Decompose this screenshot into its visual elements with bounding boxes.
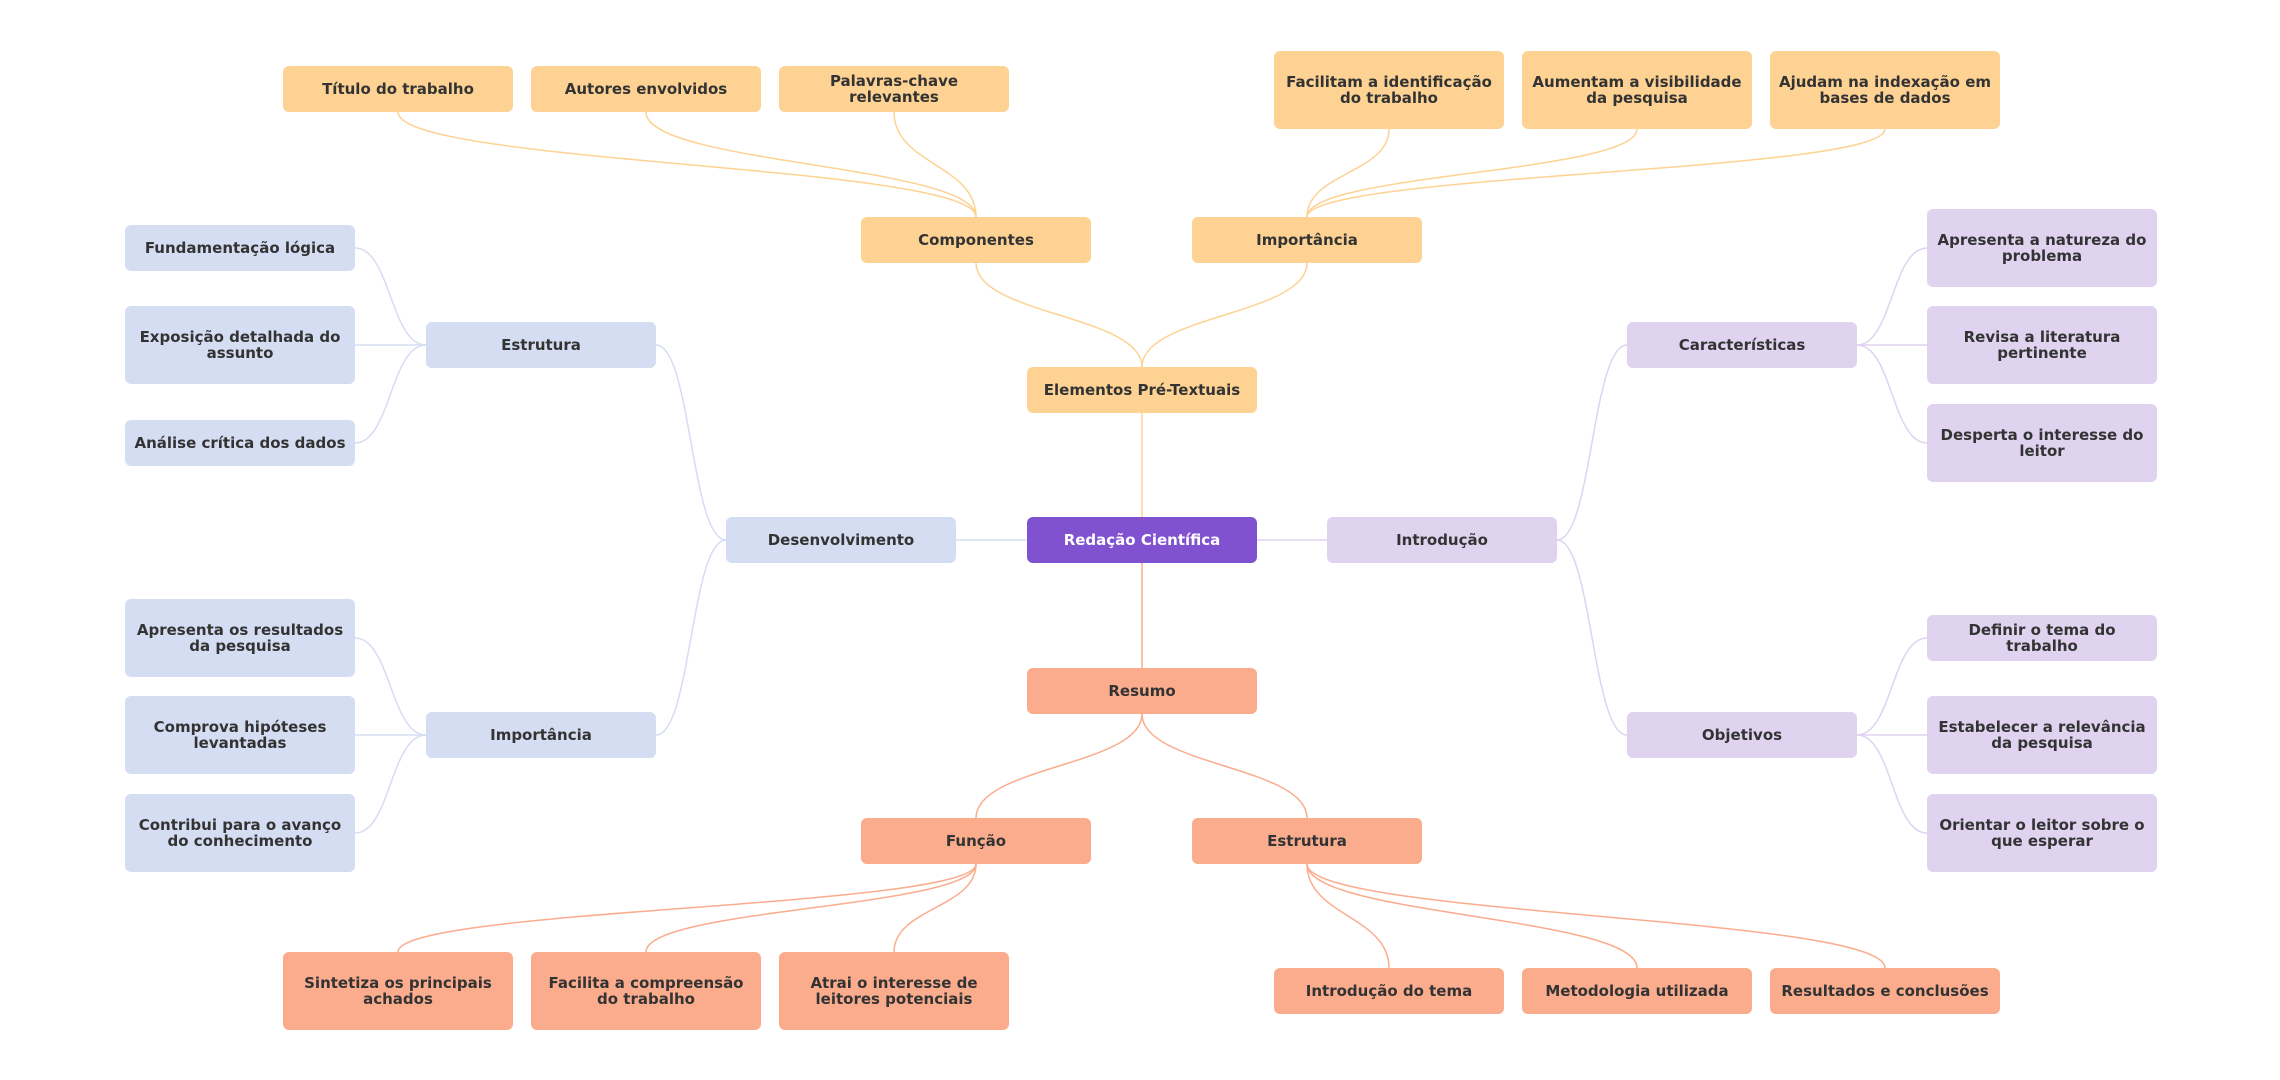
node-introducao-caracteristicas-item[interactable]: Revisa a literatura pertinente	[1927, 306, 2157, 384]
connector-line	[1306, 863, 1638, 969]
node-desenvolvimento-estrutura-item[interactable]: Análise crítica dos dados	[125, 420, 355, 466]
node-desenvolvimento-importancia-item[interactable]: Comprova hipóteses levantadas	[125, 696, 355, 774]
node-pre-importancia-item[interactable]: Facilitam a identificação do trabalho	[1274, 51, 1504, 129]
connector-line	[893, 863, 977, 953]
node-pre-componentes[interactable]: Componentes	[861, 217, 1091, 263]
node-resumo-funcao[interactable]: Função	[861, 818, 1091, 864]
connector-line	[1306, 863, 1390, 969]
connector-line	[1556, 539, 1628, 736]
node-desenvolvimento-estrutura-item[interactable]: Exposição detalhada do assunto	[125, 306, 355, 384]
node-introducao-objetivos[interactable]: Objetivos	[1627, 712, 1857, 758]
node-elementos-pre-textuais[interactable]: Elementos Pré-Textuais	[1027, 367, 1257, 413]
node-pre-importancia-item[interactable]: Ajudam na indexação em bases de dados	[1770, 51, 2000, 129]
node-introducao-caracteristicas-item[interactable]: Apresenta a natureza do problema	[1927, 209, 2157, 287]
node-pre-componentes-item[interactable]: Título do trabalho	[283, 66, 513, 112]
connector-line	[655, 539, 727, 736]
connector-line	[1306, 128, 1638, 218]
node-resumo-estrutura-item[interactable]: Resultados e conclusões	[1770, 968, 2000, 1014]
connector-line	[397, 111, 977, 218]
connector-line	[354, 344, 427, 444]
node-pre-importancia-item[interactable]: Aumentam a visibilidade da pesquisa	[1522, 51, 1752, 129]
node-resumo-estrutura[interactable]: Estrutura	[1192, 818, 1422, 864]
connector-line	[1856, 734, 1928, 834]
connector-line	[975, 262, 1143, 368]
connector-line	[655, 344, 727, 541]
node-introducao-objetivos-item[interactable]: Definir o tema do trabalho	[1927, 615, 2157, 661]
node-introducao-objetivos-item[interactable]: Orientar o leitor sobre o que esperar	[1927, 794, 2157, 872]
node-introducao-objetivos-item[interactable]: Estabelecer a relevância da pesquisa	[1927, 696, 2157, 774]
connector-line	[1856, 247, 1928, 346]
node-introducao[interactable]: Introdução	[1327, 517, 1557, 563]
connector-line	[893, 111, 977, 218]
connector-line	[645, 111, 977, 218]
connector-line	[1141, 262, 1308, 368]
connector-line	[354, 734, 427, 834]
node-resumo[interactable]: Resumo	[1027, 668, 1257, 714]
node-resumo-funcao-item[interactable]: Atrai o interesse de leitores potenciais	[779, 952, 1009, 1030]
connector-line	[1856, 637, 1928, 736]
node-pre-componentes-item[interactable]: Autores envolvidos	[531, 66, 761, 112]
connector-line	[1856, 344, 1928, 444]
connector-line	[645, 863, 977, 953]
node-introducao-caracteristicas[interactable]: Características	[1627, 322, 1857, 368]
connector-line	[397, 863, 977, 953]
node-pre-componentes-item[interactable]: Palavras-chave relevantes	[779, 66, 1009, 112]
connector-line	[1141, 713, 1308, 819]
node-desenvolvimento-importancia[interactable]: Importância	[426, 712, 656, 758]
node-introducao-caracteristicas-item[interactable]: Desperta o interesse do leitor	[1927, 404, 2157, 482]
connector-line	[1306, 128, 1886, 218]
connector-line	[1306, 128, 1390, 218]
node-resumo-funcao-item[interactable]: Sintetiza os principais achados	[283, 952, 513, 1030]
node-resumo-estrutura-item[interactable]: Metodologia utilizada	[1522, 968, 1752, 1014]
node-pre-importancia[interactable]: Importância	[1192, 217, 1422, 263]
connector-line	[354, 637, 427, 736]
node-desenvolvimento[interactable]: Desenvolvimento	[726, 517, 956, 563]
connector-line	[1556, 344, 1628, 541]
root-node[interactable]: Redação Científica	[1027, 517, 1257, 563]
connector-line	[354, 247, 427, 346]
node-resumo-estrutura-item[interactable]: Introdução do tema	[1274, 968, 1504, 1014]
node-desenvolvimento-importancia-item[interactable]: Apresenta os resultados da pesquisa	[125, 599, 355, 677]
node-resumo-funcao-item[interactable]: Facilita a compreensão do trabalho	[531, 952, 761, 1030]
connector-line	[1306, 863, 1886, 969]
node-desenvolvimento-estrutura-item[interactable]: Fundamentação lógica	[125, 225, 355, 271]
node-desenvolvimento-importancia-item[interactable]: Contribui para o avanço do conhecimento	[125, 794, 355, 872]
connector-line	[975, 713, 1143, 819]
node-desenvolvimento-estrutura[interactable]: Estrutura	[426, 322, 656, 368]
